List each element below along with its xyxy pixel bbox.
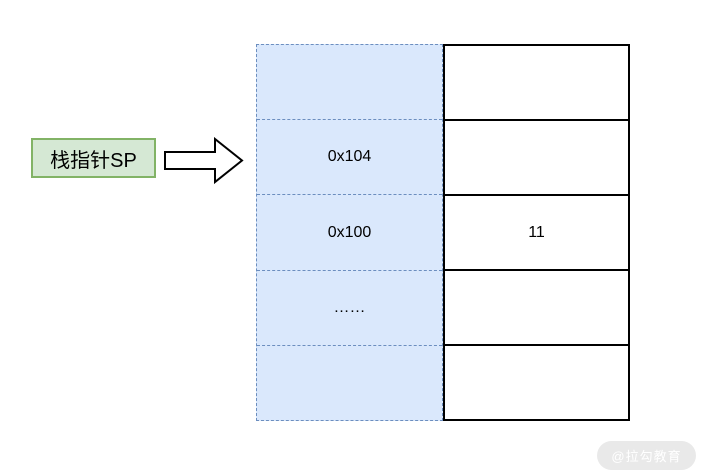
value-cell: [445, 269, 628, 344]
address-cell: ……: [257, 269, 442, 345]
address-cell: 0x100: [257, 194, 442, 269]
address-cell: 0x104: [257, 119, 442, 194]
right-arrow-icon: [164, 137, 244, 185]
value-cell: [445, 46, 628, 119]
address-cell: [257, 45, 442, 119]
value-column: 11: [443, 44, 630, 421]
watermark-badge: @拉勾教育: [597, 441, 696, 470]
address-column: 0x104 0x100 ……: [256, 44, 443, 421]
value-cell: 11: [445, 194, 628, 269]
stack-pointer-label: 栈指针SP: [31, 138, 156, 178]
value-cell: [445, 344, 628, 419]
address-cell: [257, 344, 442, 420]
value-cell: [445, 119, 628, 194]
